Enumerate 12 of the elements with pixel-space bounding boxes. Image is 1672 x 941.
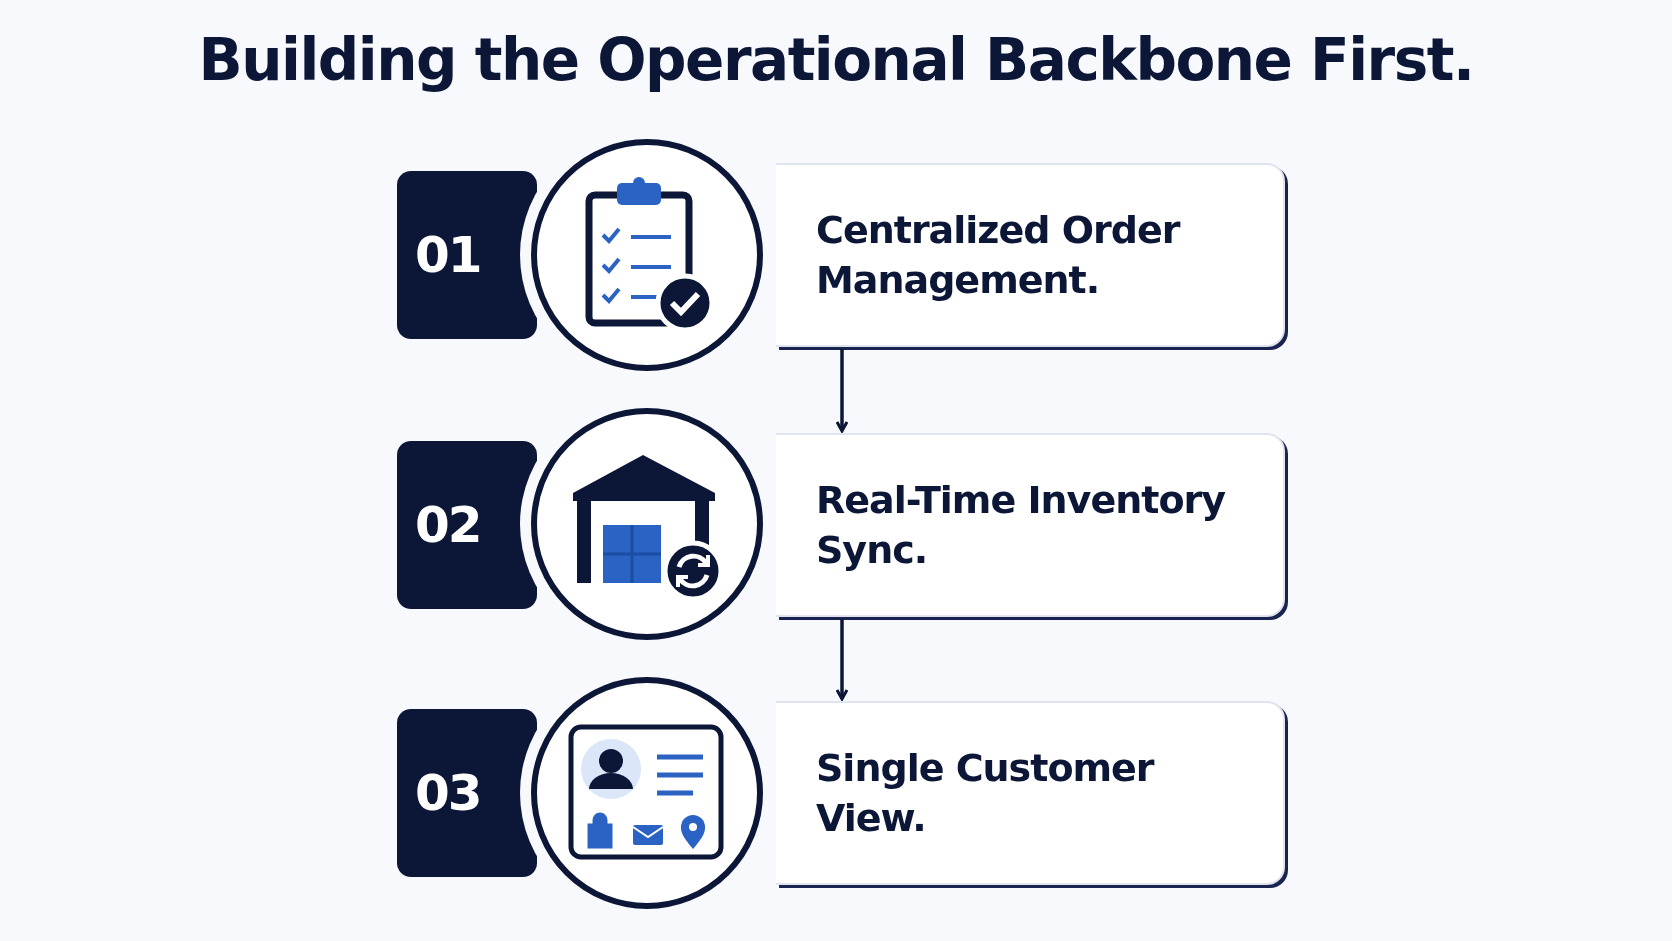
step-title: Centralized Order Management. (816, 206, 1182, 304)
title: Building the Operational Backbone First. (197, 26, 1475, 94)
step-card (776, 701, 1285, 885)
step-title: Real-Time Inventory Sync. (816, 476, 1226, 574)
step-card (776, 433, 1285, 617)
arrow (835, 619, 849, 701)
step-number-badge: 03 (397, 709, 537, 877)
step-title: Single Customer View. (816, 744, 1156, 842)
step-card (776, 163, 1285, 347)
step-number-badge: 01 (397, 171, 537, 339)
arrow (835, 349, 849, 433)
step-number-badge: 02 (397, 441, 537, 609)
